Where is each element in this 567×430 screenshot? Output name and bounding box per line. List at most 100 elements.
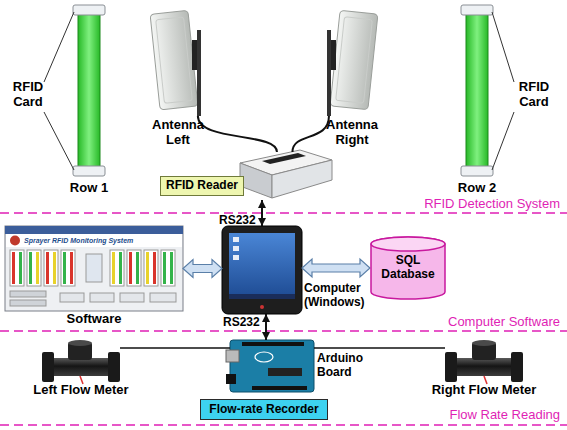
board-label: Arduino Board	[317, 352, 377, 380]
flow-meter: Right Flow Meter	[445, 340, 523, 382]
card-cap	[73, 5, 105, 15]
indicator-bar	[53, 252, 56, 284]
card-strip	[78, 14, 100, 168]
reader-tag: RFID Reader	[160, 176, 244, 196]
computer-label: Computer (Windows)	[304, 282, 378, 310]
software-screenshot	[5, 226, 183, 311]
rfid-card-bar	[73, 5, 105, 176]
meter-flange	[445, 352, 457, 382]
leader-line	[44, 12, 74, 82]
logo	[10, 236, 20, 246]
port-label: RS232	[223, 316, 260, 330]
power-led	[260, 305, 264, 309]
section-label: Computer Software	[360, 315, 560, 330]
row-indicators	[10, 250, 175, 286]
meter-body	[455, 358, 511, 376]
antenna-label: Antenna Left	[148, 118, 208, 148]
tablet-screen	[229, 233, 295, 299]
cylinder-top	[371, 237, 445, 251]
section-divider	[0, 424, 567, 426]
tablet-frame	[222, 226, 302, 314]
indicator-bar	[153, 252, 156, 284]
control	[60, 293, 84, 302]
signal-wire	[120, 347, 230, 349]
indicator	[10, 250, 24, 286]
meter-body	[52, 358, 108, 376]
antenna: Antenna Right	[322, 10, 380, 116]
antenna-panel-inner	[156, 17, 193, 103]
screen-title: Sprayer RFID Monitoring System	[24, 237, 182, 245]
card-cap	[461, 166, 493, 176]
board-pcb	[230, 340, 314, 392]
indicator-bar	[36, 252, 39, 284]
section-label: Flow Rate Reading	[360, 408, 560, 423]
data-arrow	[302, 259, 370, 277]
indicator-bar	[46, 252, 49, 284]
window-header	[6, 234, 182, 247]
data-arrow	[183, 260, 222, 278]
indicator-bar	[70, 252, 73, 284]
database: SQL Database	[370, 236, 446, 300]
indicator	[61, 250, 75, 286]
usb-port	[226, 350, 239, 362]
card-cap	[73, 166, 105, 176]
section-divider	[0, 330, 567, 332]
antenna-illustration	[150, 10, 201, 116]
desktop-icon	[233, 237, 239, 242]
software-label: Software	[5, 312, 183, 327]
control	[10, 300, 46, 306]
antenna-label: Antenna Right	[322, 118, 382, 148]
sprayer-icon	[86, 254, 102, 282]
reader-stripe	[262, 153, 306, 164]
serial-link	[265, 314, 267, 340]
pin-header	[252, 386, 307, 390]
reader-side	[272, 160, 332, 198]
flow-meter	[445, 340, 523, 384]
board-logo	[255, 352, 273, 362]
desktop-icon	[233, 255, 239, 260]
antenna-panel-inner	[336, 17, 373, 103]
indicator-bar	[170, 252, 173, 284]
meter-cap	[68, 340, 92, 346]
control	[10, 291, 46, 297]
reader-front	[240, 163, 272, 198]
port-label: RS232	[219, 214, 256, 228]
indicator-bar	[136, 252, 139, 284]
indicator-bar	[129, 252, 132, 284]
section-label: RFID Detection System	[360, 197, 560, 212]
antenna-panel	[150, 10, 198, 109]
row-label: Row 2	[437, 181, 517, 196]
window-titlebar	[5, 226, 183, 234]
card-strip	[466, 14, 488, 168]
flow-meter: Left Flow Meter	[42, 340, 120, 382]
callout-label: RFID Card	[6, 80, 50, 110]
chip	[268, 368, 302, 376]
meter-cap	[472, 340, 496, 346]
signal-wire	[314, 347, 445, 349]
row-label: Row 1	[49, 181, 129, 196]
control	[90, 293, 114, 302]
indicator-bar	[112, 252, 115, 284]
section-divider	[0, 212, 567, 214]
rfid-reader: RFID Reader	[160, 152, 332, 200]
indicator	[44, 250, 58, 286]
antenna-panel	[330, 10, 378, 109]
window-frame	[5, 226, 183, 311]
indicator	[27, 250, 41, 286]
indicator-bar	[163, 252, 166, 284]
pin-header	[242, 342, 304, 346]
antenna-pole	[327, 30, 331, 116]
antenna: Antenna Left	[148, 10, 206, 116]
antenna-illustration	[327, 10, 378, 116]
control	[120, 293, 144, 302]
database-label: SQL Database	[378, 254, 438, 282]
indicator-bar	[19, 252, 22, 284]
meter-flange	[511, 352, 523, 382]
rfid-card-bar	[461, 5, 493, 176]
card-row: Row 1	[68, 4, 110, 196]
arduino: Arduino Board	[230, 340, 314, 392]
antenna-cable	[292, 116, 329, 152]
